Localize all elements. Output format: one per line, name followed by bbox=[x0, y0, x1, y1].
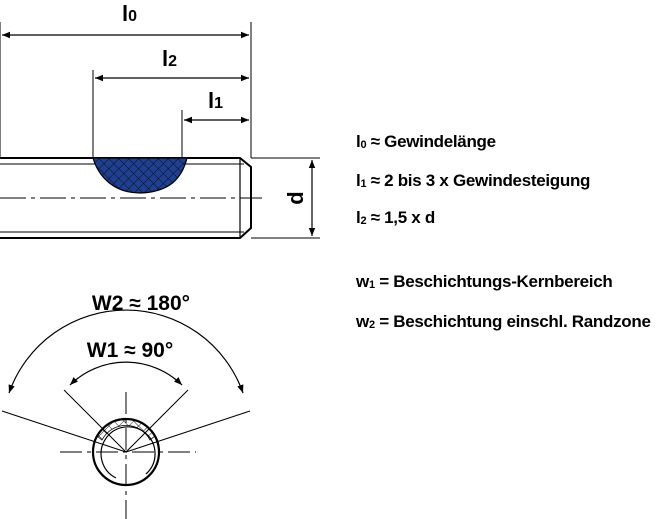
label-w2: W2 ≈ 180° bbox=[92, 292, 190, 315]
l2-subscript: 2 bbox=[168, 53, 177, 70]
legend-l2-symbol: l bbox=[356, 208, 361, 227]
legend-l2-text: ≈ 1,5 x d bbox=[366, 208, 436, 227]
legend-l1-text: ≈ 2 bis 3 x Gewindesteigung bbox=[366, 171, 591, 190]
bolt-cross-section bbox=[60, 392, 196, 519]
bolt-side-view bbox=[0, 157, 262, 239]
legend-l0-text: ≈ Gewindelänge bbox=[366, 132, 496, 151]
dimension-l0: l0 bbox=[0, 1, 252, 158]
legend-w2: w2 = Beschichtung einschl. Randzone bbox=[356, 312, 651, 332]
label-d: d bbox=[283, 191, 308, 204]
label-l2: l2 bbox=[162, 46, 177, 71]
legend-w1-symbol: w bbox=[356, 272, 369, 291]
legend-l2-sub: 2 bbox=[360, 215, 367, 227]
legend-w2-sub: 2 bbox=[368, 319, 375, 331]
legend-l1-sub: 1 bbox=[360, 178, 367, 190]
legend-l0-sub: 0 bbox=[360, 139, 367, 151]
label-w1: W1 ≈ 90° bbox=[87, 339, 173, 362]
legend-w2-text: = Beschichtung einschl. Randzone bbox=[374, 312, 651, 331]
legend-l1-symbol: l bbox=[356, 171, 361, 190]
l0-subscript: 0 bbox=[128, 8, 137, 25]
legend-l0-symbol: l bbox=[356, 132, 361, 151]
dimension-d: d bbox=[251, 157, 320, 239]
legend-w1-text: = Beschichtungs-Kernbereich bbox=[374, 272, 613, 291]
dimension-l2: l2 bbox=[92, 46, 249, 158]
angle-w2: W2 ≈ 180° bbox=[1, 292, 251, 453]
l2-symbol: l bbox=[162, 46, 168, 71]
legend-l2: l2 ≈ 1,5 x d bbox=[356, 208, 435, 228]
l0-symbol: l bbox=[122, 1, 128, 26]
legend-w1-sub: 1 bbox=[368, 279, 375, 291]
label-l0: l0 bbox=[122, 1, 137, 26]
l1-subscript: 1 bbox=[214, 95, 223, 112]
legend-w2-symbol: w bbox=[356, 312, 369, 331]
label-l1: l1 bbox=[208, 88, 223, 113]
l1-symbol: l bbox=[208, 88, 214, 113]
dimension-l1: l1 bbox=[181, 88, 249, 158]
legend-w1: w1 = Beschichtungs-Kernbereich bbox=[356, 272, 613, 292]
legend-l1: l1 ≈ 2 bis 3 x Gewindesteigung bbox=[356, 171, 590, 191]
angle-w1: W1 ≈ 90° bbox=[63, 339, 189, 453]
legend-l0: l0 ≈ Gewindelänge bbox=[356, 132, 496, 152]
